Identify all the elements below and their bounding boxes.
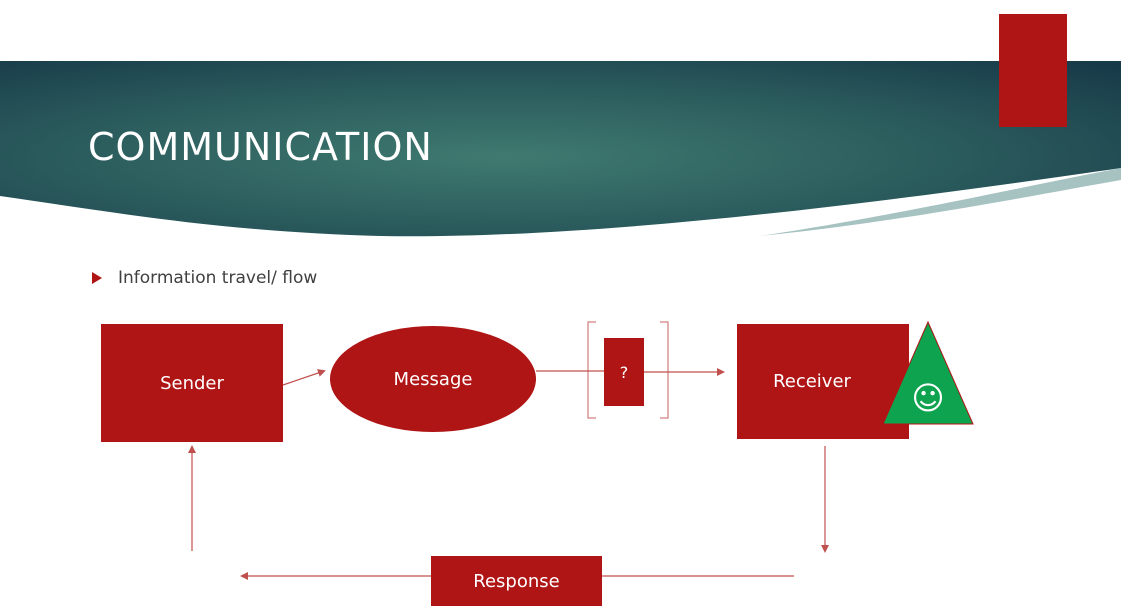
header-band (0, 61, 1121, 237)
response-box[interactable] (431, 556, 602, 606)
receiver-box[interactable] (737, 324, 909, 439)
message-ellipse[interactable] (330, 326, 536, 432)
sender-box[interactable] (101, 324, 283, 442)
bullet-arrow-icon (92, 272, 102, 284)
message-label: Message (393, 368, 473, 390)
bullet-text: Information travel/ flow (118, 268, 318, 288)
receiver-triangle-badge (882, 320, 974, 425)
bullet-item: Information travel/ flow (92, 268, 317, 288)
receiver-label: Receiver (773, 371, 851, 392)
response-label: Response (473, 570, 560, 592)
noise-box[interactable] (604, 338, 644, 406)
noise-bracket-left (587, 321, 596, 419)
smiley-icon: ☺ (911, 379, 945, 417)
header-accent-tab (999, 14, 1067, 127)
sender-label: Sender (160, 372, 224, 394)
arrow-sender-to-message (282, 369, 326, 386)
noise-bracket-right (660, 321, 669, 419)
slide-title: COMMUNICATION (88, 125, 433, 169)
noise-label: ? (619, 362, 629, 382)
